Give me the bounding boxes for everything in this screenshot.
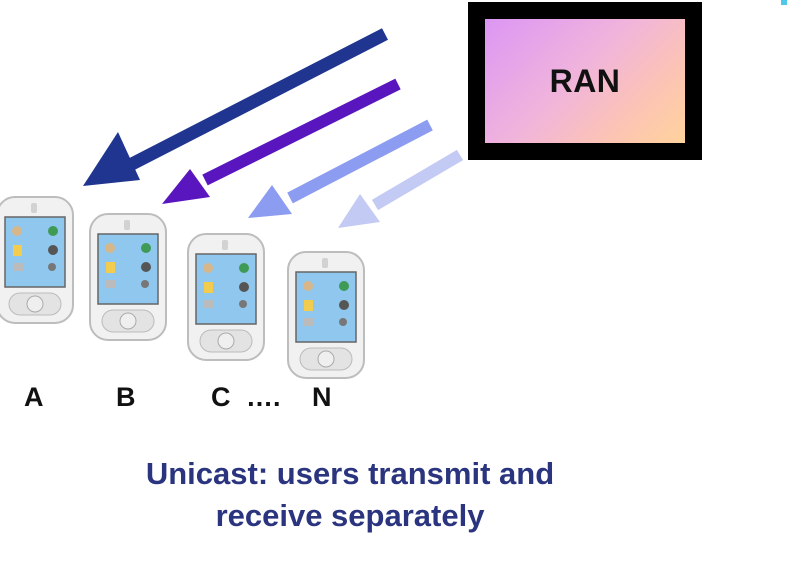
label-a: A [24, 382, 44, 412]
arrow-to-c [248, 119, 433, 218]
phone-n-icon [287, 251, 365, 379]
ran-node-fill: RAN [485, 19, 685, 143]
corner-fragment [781, 0, 787, 5]
label-ellipsis: …. [246, 382, 281, 412]
ran-node: RAN [468, 2, 702, 160]
phone-c-icon [187, 233, 265, 361]
arrow-to-n [338, 149, 464, 228]
ran-label: RAN [549, 62, 621, 99]
label-c: C [211, 382, 231, 412]
caption-line-1: Unicast: users transmit and [145, 456, 555, 491]
phone-b-icon [89, 213, 167, 341]
caption-line-2: receive separately [215, 498, 485, 533]
arrow-to-a [83, 28, 388, 186]
arrow-to-b [162, 78, 401, 204]
phone-a-icon [0, 196, 74, 324]
label-n: N [312, 382, 332, 412]
label-b: B [116, 382, 136, 412]
